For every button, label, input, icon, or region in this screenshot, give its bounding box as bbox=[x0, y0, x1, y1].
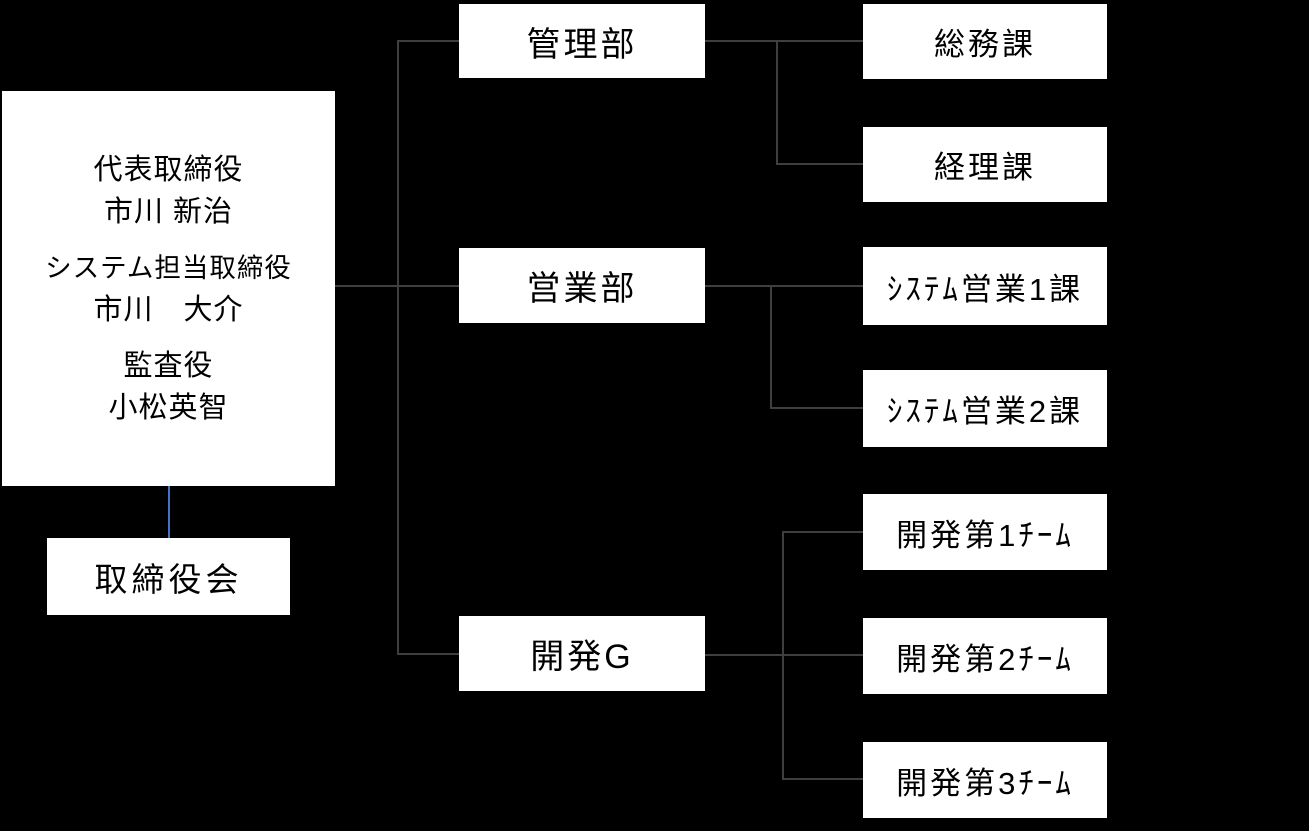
executive-name-label: 小松英智 bbox=[108, 391, 229, 424]
connector-exec-to-board bbox=[168, 486, 170, 538]
connector-trunk-line bbox=[397, 40, 399, 655]
section-box-system-eigyo-1: ｼｽﾃﾑ営業1課 bbox=[863, 247, 1107, 325]
department-label: 開発G bbox=[530, 638, 634, 676]
executive-group-auditor: 監査役 小松英智 bbox=[108, 345, 228, 429]
executive-group-system-director: システム担当取締役 市川 大介 bbox=[45, 247, 292, 331]
section-box-kaihatsu-team-3: 開発第3ﾁｰﾑ bbox=[863, 742, 1107, 818]
board-label: 取締役会 bbox=[94, 560, 243, 598]
connector-eigyobu-branch-line bbox=[770, 285, 772, 409]
department-label: 管理部 bbox=[526, 25, 638, 64]
connector-branch-to-team3 bbox=[782, 778, 863, 780]
section-box-soumuka: 総務課 bbox=[863, 4, 1107, 79]
executive-role-label: 代表取締役 bbox=[93, 153, 244, 186]
department-label: 営業部 bbox=[526, 270, 638, 308]
connector-kanribu-branch-line bbox=[776, 40, 778, 165]
connector-trunk-to-kanribu bbox=[397, 40, 459, 42]
executive-group-president: 代表取締役 市川 新治 bbox=[93, 149, 243, 233]
department-box-kanribu: 管理部 bbox=[459, 4, 705, 78]
connector-eigyobu-to-system-eigyo1 bbox=[704, 285, 863, 287]
section-label: 開発第3ﾁｰﾑ bbox=[896, 765, 1074, 801]
section-label: ｼｽﾃﾑ営業1課 bbox=[886, 271, 1084, 307]
section-box-kaihatsu-team-1: 開発第1ﾁｰﾑ bbox=[863, 494, 1107, 570]
section-label: ｼｽﾃﾑ営業2課 bbox=[886, 394, 1084, 429]
section-box-kaihatsu-team-2: 開発第2ﾁｰﾑ bbox=[863, 618, 1107, 694]
department-box-kaihatsu-g: 開発G bbox=[459, 616, 705, 691]
connector-branch-to-team1 bbox=[782, 531, 863, 533]
section-label: 開発第1ﾁｰﾑ bbox=[896, 517, 1074, 553]
connector-trunk-to-kaihatsu-g bbox=[397, 653, 459, 655]
connector-kanribu-to-soumuka bbox=[704, 40, 863, 42]
section-label: 開発第2ﾁｰﾑ bbox=[896, 641, 1074, 677]
connector-branch-to-system-eigyo2 bbox=[770, 407, 863, 409]
executive-role-label: 監査役 bbox=[123, 349, 214, 382]
section-box-keirika: 経理課 bbox=[863, 127, 1107, 202]
board-box: 取締役会 bbox=[47, 538, 290, 615]
section-label: 経理課 bbox=[934, 150, 1036, 185]
executive-box: 代表取締役 市川 新治 システム担当取締役 市川 大介 監査役 小松英智 bbox=[2, 91, 335, 486]
department-box-eigyobu: 営業部 bbox=[459, 248, 705, 323]
connector-branch-to-keirika bbox=[776, 163, 863, 165]
executive-role-label: システム担当取締役 bbox=[45, 252, 292, 283]
section-box-system-eigyo-2: ｼｽﾃﾑ営業2課 bbox=[863, 370, 1107, 447]
connector-kaihatsu-branch-line bbox=[782, 531, 784, 780]
executive-name-label: 市川 大介 bbox=[93, 293, 244, 326]
executive-name-label: 市川 新治 bbox=[103, 195, 234, 228]
section-label: 総務課 bbox=[934, 27, 1036, 62]
